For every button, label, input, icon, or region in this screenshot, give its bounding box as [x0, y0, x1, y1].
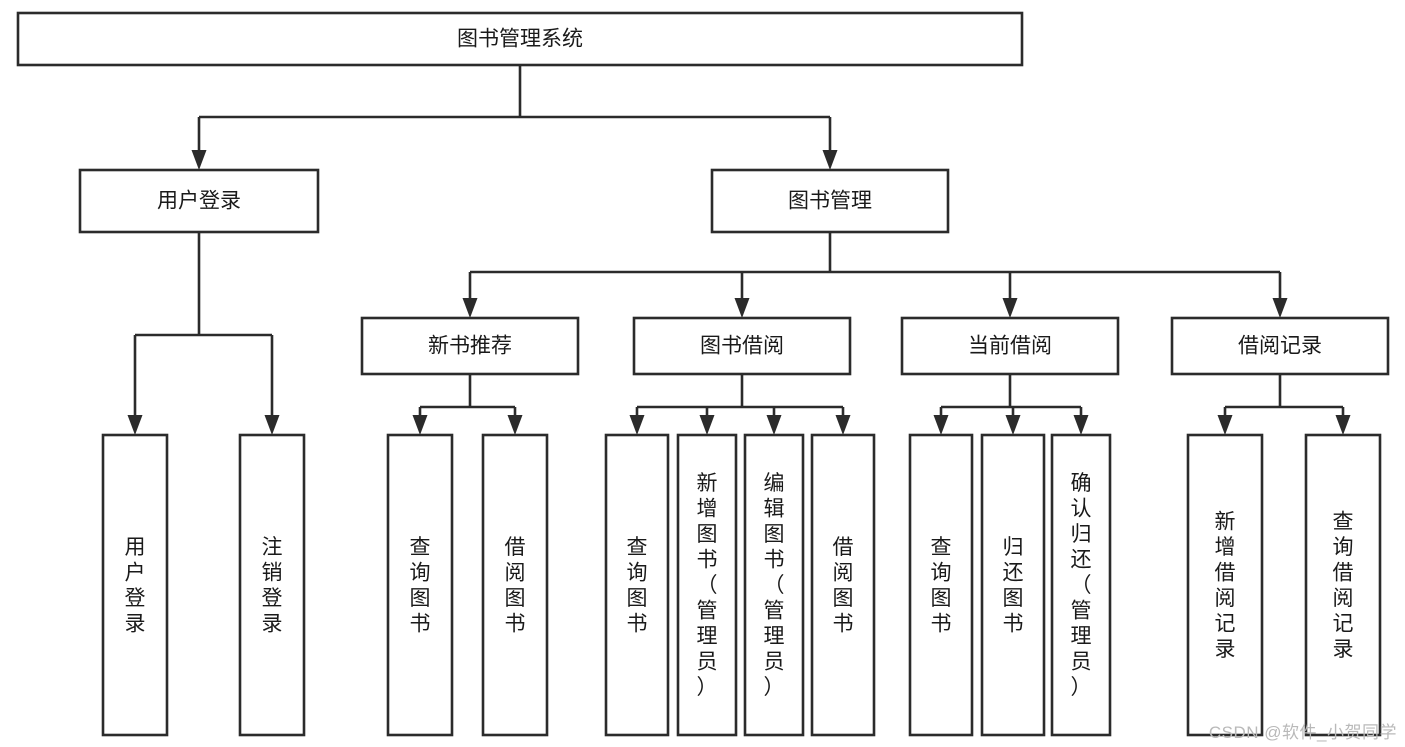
- node-新增借阅记录[interactable]: 新增借阅记录: [1186, 433, 1264, 737]
- node-查询借阅记录[interactable]: 查询借阅记录: [1304, 433, 1382, 737]
- node-label-查询图书: 查询图书: [410, 536, 431, 636]
- node-box-注销登录: [238, 433, 306, 737]
- node-图书管理系统[interactable]: 图书管理系统: [16, 11, 1024, 67]
- node-label-新书推荐: 新书推荐: [428, 335, 512, 358]
- node-借阅记录[interactable]: 借阅记录: [1170, 316, 1390, 376]
- link-图书管理-to-借阅记录-arrowhead: [1272, 298, 1288, 318]
- link-图书管理-to-新书推荐-arrowhead: [462, 298, 478, 318]
- node-box-查询借阅记录: [1304, 433, 1382, 737]
- node-归还图书[interactable]: 归还图书: [980, 433, 1046, 737]
- link-当前借阅-to-归还图书-arrowhead: [1005, 415, 1021, 435]
- node-box-查询图书: [604, 433, 670, 737]
- node-box-借阅图书: [481, 433, 549, 737]
- link-图书管理-to-当前借阅-arrowhead: [1002, 298, 1018, 318]
- node-label-图书管理系统: 图书管理系统: [457, 28, 583, 51]
- node-查询图书[interactable]: 查询图书: [604, 433, 670, 737]
- node-查询图书[interactable]: 查询图书: [386, 433, 454, 737]
- link-图书借阅-to-新增图书管理员-arrowhead: [699, 415, 715, 435]
- node-label-查询借阅记录: 查询借阅记录: [1333, 510, 1354, 661]
- node-box-新增借阅记录: [1186, 433, 1264, 737]
- watermark-label: CSDN @软件_小贺同学: [1208, 723, 1397, 742]
- node-label-借阅图书: 借阅图书: [833, 536, 854, 636]
- node-label-编辑图书管理员: 编辑图书（管理员）: [764, 472, 785, 699]
- link-新书推荐-to-借阅图书-arrowhead: [507, 415, 523, 435]
- node-图书管理[interactable]: 图书管理: [710, 168, 950, 234]
- node-确认归还管理员[interactable]: 确认归还（管理员）: [1050, 433, 1112, 737]
- link-图书管理系统-to-图书管理-arrowhead: [822, 150, 838, 170]
- node-新书推荐[interactable]: 新书推荐: [360, 316, 580, 376]
- node-编辑图书管理员[interactable]: 编辑图书（管理员）: [743, 433, 805, 737]
- node-label-确认归还管理员: 确认归还（管理员）: [1071, 472, 1092, 699]
- link-借阅记录-to-查询借阅记录-arrowhead: [1335, 415, 1351, 435]
- node-box-用户登录: [101, 433, 169, 737]
- node-label-查询图书: 查询图书: [931, 536, 952, 636]
- node-box-借阅记录: [1170, 316, 1390, 376]
- node-box-编辑图书管理员: [743, 433, 805, 737]
- node-label-用户登录: 用户登录: [157, 190, 241, 213]
- node-box-新增图书管理员: [676, 433, 738, 737]
- node-注销登录[interactable]: 注销登录: [238, 433, 306, 737]
- node-box-查询图书: [386, 433, 454, 737]
- node-box-图书管理: [710, 168, 950, 234]
- link-图书借阅-to-编辑图书管理员-arrowhead: [766, 415, 782, 435]
- node-图书借阅[interactable]: 图书借阅: [632, 316, 852, 376]
- node-box-归还图书: [980, 433, 1046, 737]
- node-查询图书[interactable]: 查询图书: [908, 433, 974, 737]
- node-label-查询图书: 查询图书: [627, 536, 648, 636]
- node-box-当前借阅: [900, 316, 1120, 376]
- node-box-图书借阅: [632, 316, 852, 376]
- node-box-借阅图书: [810, 433, 876, 737]
- node-label-用户登录: 用户登录: [125, 536, 146, 636]
- link-图书借阅-to-借阅图书-arrowhead: [835, 415, 851, 435]
- node-用户登录[interactable]: 用户登录: [101, 433, 169, 737]
- link-图书借阅-to-查询图书-arrowhead: [629, 415, 645, 435]
- node-label-注销登录: 注销登录: [262, 536, 283, 636]
- node-新增图书管理员[interactable]: 新增图书（管理员）: [676, 433, 738, 737]
- node-当前借阅[interactable]: 当前借阅: [900, 316, 1120, 376]
- node-用户登录[interactable]: 用户登录: [78, 168, 320, 234]
- link-图书管理-to-图书借阅-arrowhead: [734, 298, 750, 318]
- link-借阅记录-to-新增借阅记录-arrowhead: [1217, 415, 1233, 435]
- link-图书管理系统-to-用户登录-arrowhead: [191, 150, 207, 170]
- node-label-图书借阅: 图书借阅: [700, 335, 784, 358]
- node-label-归还图书: 归还图书: [1003, 536, 1024, 636]
- node-label-借阅图书: 借阅图书: [505, 536, 526, 636]
- node-label-当前借阅: 当前借阅: [968, 335, 1052, 358]
- node-box-图书管理系统: [16, 11, 1024, 67]
- node-box-查询图书: [908, 433, 974, 737]
- link-新书推荐-to-查询图书-arrowhead: [412, 415, 428, 435]
- node-label-新增借阅记录: 新增借阅记录: [1215, 510, 1236, 661]
- node-label-图书管理: 图书管理: [788, 190, 872, 213]
- link-用户登录-to-用户登录-arrowhead: [127, 415, 143, 435]
- link-当前借阅-to-确认归还管理员-arrowhead: [1073, 415, 1089, 435]
- node-label-借阅记录: 借阅记录: [1238, 335, 1322, 358]
- node-借阅图书[interactable]: 借阅图书: [810, 433, 876, 737]
- node-label-新增图书管理员: 新增图书（管理员）: [697, 472, 718, 699]
- link-用户登录-to-注销登录-arrowhead: [264, 415, 280, 435]
- node-借阅图书[interactable]: 借阅图书: [481, 433, 549, 737]
- node-box-确认归还管理员: [1050, 433, 1112, 737]
- link-当前借阅-to-查询图书-arrowhead: [933, 415, 949, 435]
